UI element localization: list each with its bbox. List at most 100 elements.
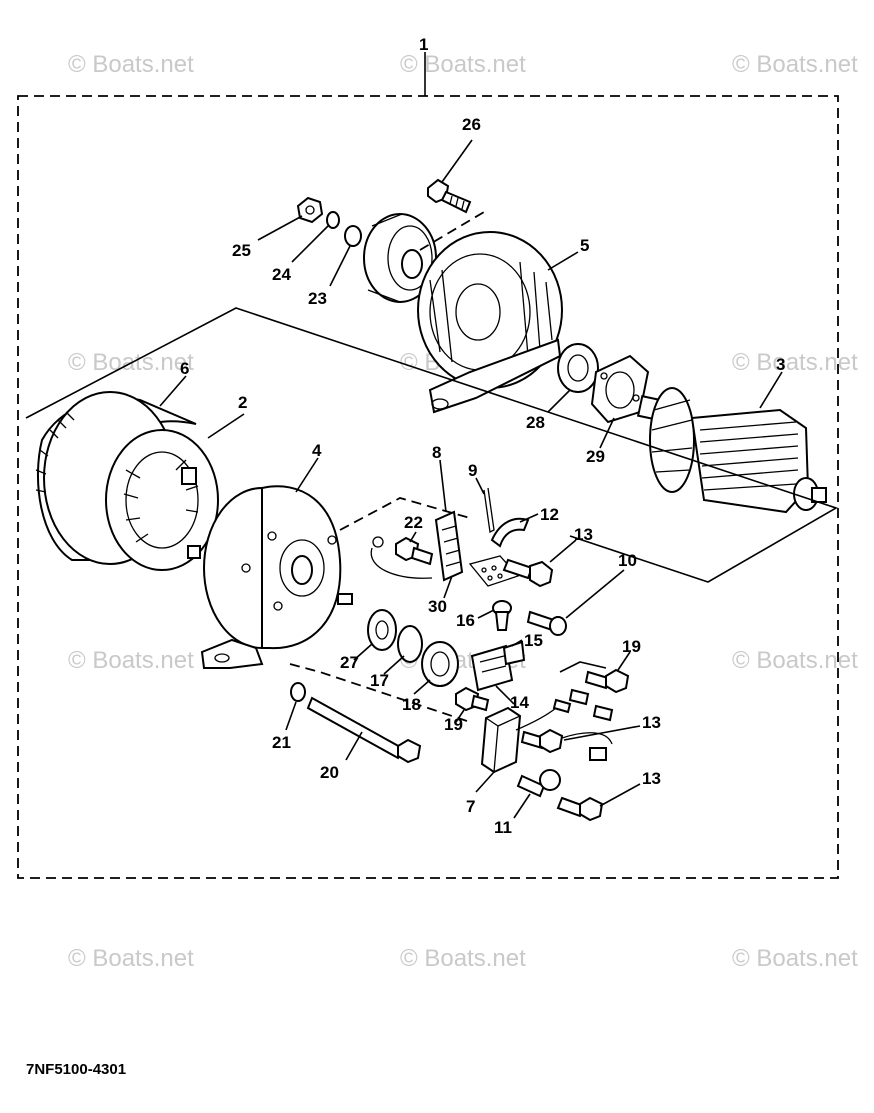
part-12-clamp xyxy=(490,517,530,548)
part-27-bearing xyxy=(367,609,397,651)
leader-6 xyxy=(159,375,187,407)
leader-15 xyxy=(511,639,523,647)
callout-6: 6 xyxy=(180,359,189,378)
callout-13: 13 xyxy=(642,713,661,732)
leader-18 xyxy=(413,679,431,695)
part-19-bolt xyxy=(584,668,630,694)
leader-19b xyxy=(617,651,631,671)
part-14-bracket xyxy=(470,644,514,692)
callout-10: 10 xyxy=(618,551,637,570)
leader-10 xyxy=(565,569,625,619)
leader-22 xyxy=(409,531,417,543)
watermark: © Boats.net xyxy=(400,51,526,78)
leader-13a xyxy=(549,539,577,563)
leader-14 xyxy=(495,685,515,705)
watermark: © Boats.net xyxy=(732,51,858,78)
callout-1: 1 xyxy=(419,35,428,54)
part-5-end-cover xyxy=(417,231,563,414)
callout-19: 19 xyxy=(444,715,463,734)
leader-9 xyxy=(475,477,485,495)
part-3-rotor xyxy=(636,387,827,514)
part-2-stator xyxy=(105,429,219,571)
leader-12 xyxy=(519,513,539,523)
watermark: © Boats.net xyxy=(400,945,526,972)
callout-30: 30 xyxy=(428,597,447,616)
leader-20 xyxy=(345,731,363,761)
wire-plug xyxy=(561,732,613,761)
leader-29 xyxy=(599,417,615,449)
callout-20: 20 xyxy=(320,763,339,782)
part-21-washer xyxy=(290,682,306,702)
part-24-washer xyxy=(326,211,340,229)
axis-line-rotor xyxy=(25,307,838,583)
wire-harness xyxy=(370,536,433,579)
leader-5 xyxy=(547,251,579,271)
callout-16: 16 xyxy=(456,611,475,630)
leader-3 xyxy=(759,371,783,409)
callout-11: 11 xyxy=(494,818,512,837)
part-4-bracket xyxy=(200,485,353,669)
part-16-screw xyxy=(492,600,512,631)
callout-18: 18 xyxy=(402,695,421,714)
part-25-nut xyxy=(296,196,324,224)
leader-13b xyxy=(563,725,641,741)
bracket-line xyxy=(559,661,607,673)
callout-12: 12 xyxy=(540,505,559,524)
part-29-plate xyxy=(590,354,650,424)
leader-2 xyxy=(207,413,245,439)
leader-17 xyxy=(383,655,405,675)
callout-7: 7 xyxy=(466,797,475,816)
callout-17: 17 xyxy=(370,671,389,690)
rectifier-block xyxy=(468,555,520,587)
pulley xyxy=(363,213,437,303)
part-9-clip xyxy=(483,487,495,533)
callout-23: 23 xyxy=(308,289,327,308)
callout-22: 22 xyxy=(404,513,423,532)
watermark: © Boats.net xyxy=(732,945,858,972)
callout-8: 8 xyxy=(432,443,441,462)
leader-28 xyxy=(547,389,571,413)
callout-19: 19 xyxy=(622,637,641,656)
part-17-washer xyxy=(397,625,423,663)
part-10-screw xyxy=(526,610,567,636)
part-13-bolt xyxy=(502,558,554,588)
part-28-bearing xyxy=(557,343,599,393)
watermark: © Boats.net xyxy=(732,647,858,674)
dash-5 xyxy=(419,211,485,251)
callout-2: 2 xyxy=(238,393,247,412)
leader-11 xyxy=(513,793,531,819)
leader-7 xyxy=(475,771,495,793)
leader-30 xyxy=(443,575,453,599)
connector-small xyxy=(552,688,614,722)
part-18-retainer xyxy=(421,641,459,687)
leader-26 xyxy=(441,139,473,183)
part-13-bolt xyxy=(556,796,604,822)
leader-4 xyxy=(295,457,319,493)
callout-3: 3 xyxy=(776,355,785,374)
diagram-code: 7NF5100-4301 xyxy=(26,1061,126,1078)
watermark: © Boats.net xyxy=(732,349,858,376)
part-20-through-bolt xyxy=(306,696,422,764)
callout-13: 13 xyxy=(642,769,661,788)
leader-27 xyxy=(353,643,373,661)
watermark: © Boats.net xyxy=(68,647,194,674)
part-19-bolt xyxy=(455,686,490,712)
leader-21 xyxy=(285,701,297,731)
callout-13: 13 xyxy=(574,525,593,544)
callout-29: 29 xyxy=(586,447,605,466)
leader-25 xyxy=(257,215,303,241)
part-22-bolt xyxy=(395,536,434,566)
part-23-washer xyxy=(344,225,362,247)
callout-4: 4 xyxy=(312,441,322,460)
part-8-terminal-board xyxy=(434,510,464,582)
callout-27: 27 xyxy=(340,653,359,672)
part-7-regulator xyxy=(480,706,557,774)
callout-15: 15 xyxy=(524,631,543,650)
callout-25: 25 xyxy=(232,241,251,260)
callout-26: 26 xyxy=(462,115,481,134)
dash-20 xyxy=(289,663,471,723)
callout-28: 28 xyxy=(526,413,545,432)
watermark: © Boats.net xyxy=(68,51,194,78)
callout-9: 9 xyxy=(468,461,477,480)
